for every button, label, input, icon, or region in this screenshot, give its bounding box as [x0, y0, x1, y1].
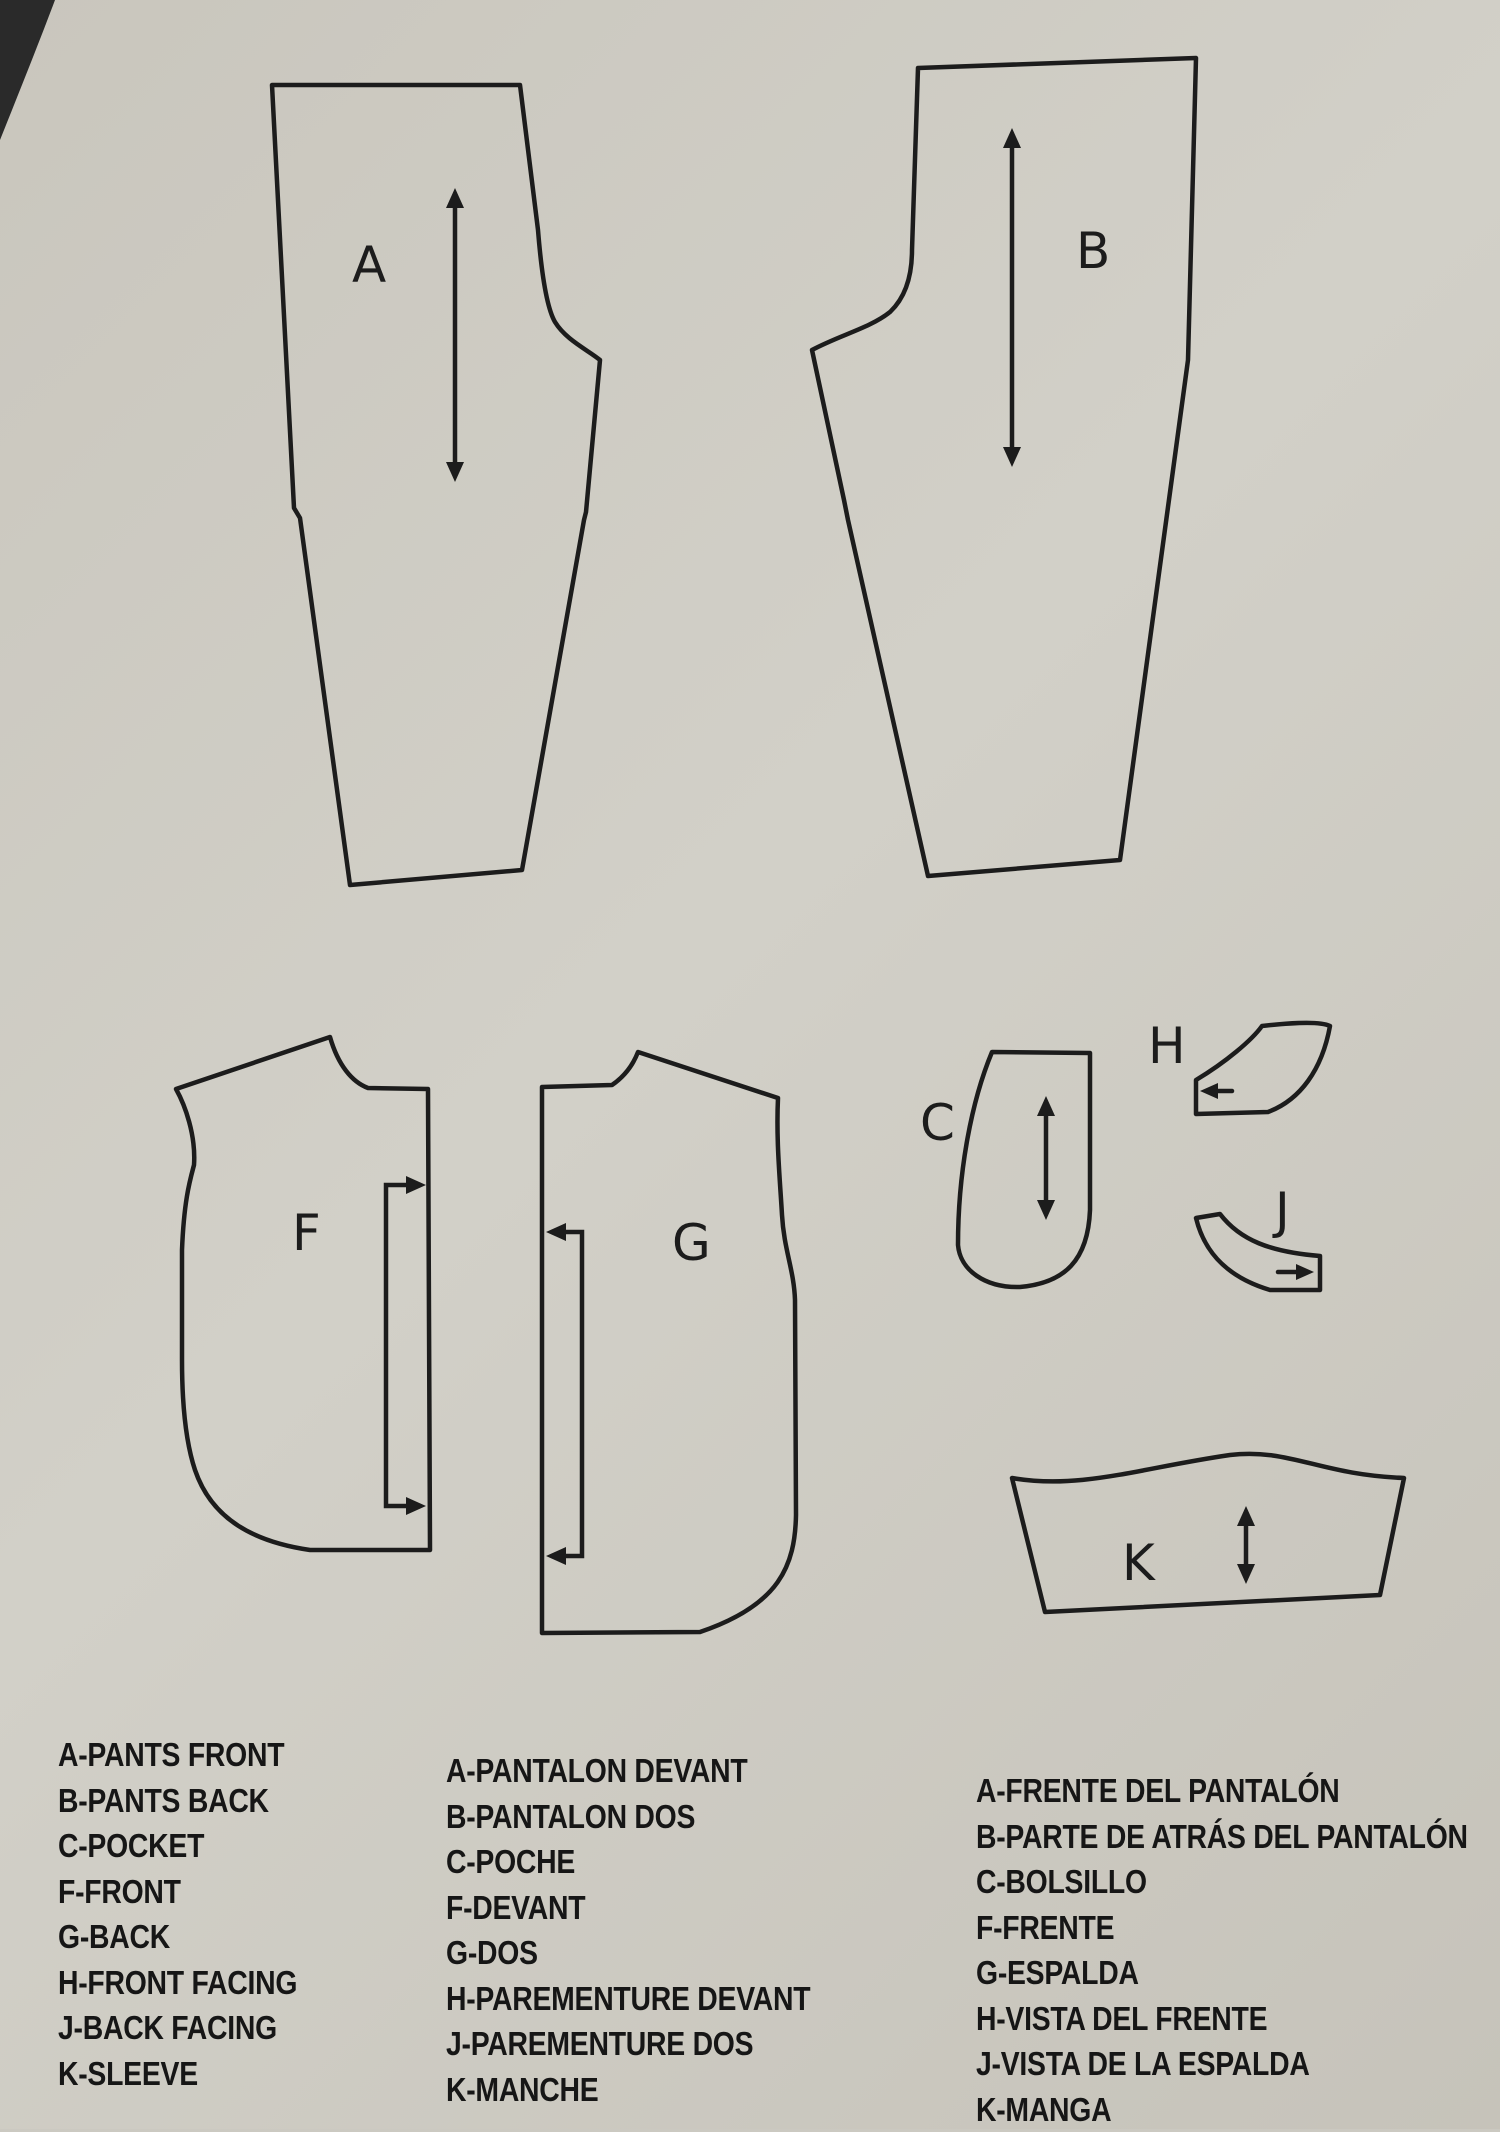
legend-item: J-BACK FACING [58, 2005, 297, 2051]
arrowhead-left [546, 1223, 566, 1241]
legend-item: F-FRENTE [976, 1905, 1468, 1951]
legend-english: A-PANTS FRONT B-PANTS BACK C-POCKET F-FR… [58, 1732, 336, 2096]
piece-label-g: G [672, 1214, 711, 1272]
arrowhead-right [406, 1497, 426, 1515]
piece-c-pocket: C [920, 1052, 1090, 1287]
legend-item: K-SLEEVE [58, 2051, 297, 2097]
legend-item: H-PAREMENTURE DEVANT [446, 1976, 810, 2022]
piece-label-a: A [352, 236, 386, 294]
piece-g-back: G [542, 1052, 796, 1633]
facing-foldline [386, 1185, 420, 1506]
legend-item: B-PARTE DE ATRÁS DEL PANTALÓN [976, 1814, 1468, 1860]
piece-a-pants-front: A [272, 85, 600, 885]
arrowhead-up [446, 188, 464, 208]
arrowhead-left [1200, 1083, 1218, 1099]
piece-k-sleeve: K [1012, 1454, 1404, 1612]
legend-item: A-FRENTE DEL PANTALÓN [976, 1768, 1468, 1814]
piece-label-b: B [1076, 222, 1110, 280]
piece-label-j: J [1272, 1182, 1290, 1240]
piece-h-front-facing: H [1148, 1017, 1330, 1114]
legend-item: B-PANTS BACK [58, 1778, 297, 1824]
legend-item: C-POCHE [446, 1839, 810, 1885]
legend-item: B-PANTALON DOS [446, 1794, 810, 1840]
legend-item: H-FRONT FACING [58, 1960, 297, 2006]
piece-label-f: F [292, 1204, 321, 1262]
piece-label-k: K [1122, 1534, 1156, 1592]
legend-item: F-FRONT [58, 1869, 297, 1915]
arrowhead-down [1237, 1564, 1255, 1584]
legend-item: K-MANCHE [446, 2067, 810, 2113]
legend-item: K-MANGA [976, 2087, 1468, 2132]
legend-item: J-PAREMENTURE DOS [446, 2021, 810, 2067]
piece-f-front: F [176, 1037, 430, 1550]
legend-item: H-VISTA DEL FRENTE [976, 1996, 1468, 2042]
legend-french: A-PANTALON DEVANT B-PANTALON DOS C-POCHE… [446, 1748, 870, 2112]
piece-j-back-facing: J [1196, 1182, 1320, 1290]
piece-label-c: C [920, 1094, 955, 1152]
arrowhead-down [1037, 1200, 1055, 1220]
legend-item: C-BOLSILLO [976, 1859, 1468, 1905]
legend-item: C-POCKET [58, 1823, 297, 1869]
facing-foldline [552, 1232, 582, 1556]
legend-item: A-PANTS FRONT [58, 1732, 297, 1778]
piece-label-h: H [1148, 1017, 1186, 1075]
legend-item: A-PANTALON DEVANT [446, 1748, 810, 1794]
legend-item: G-ESPALDA [976, 1950, 1468, 1996]
arrowhead-right [1296, 1264, 1314, 1280]
arrowhead-down [446, 462, 464, 482]
legend-item: G-BACK [58, 1914, 297, 1960]
arrowhead-down [1003, 447, 1021, 467]
legend-item: G-DOS [446, 1930, 810, 1976]
legend-item: J-VISTA DE LA ESPALDA [976, 2041, 1468, 2087]
piece-b-pants-back: B [812, 58, 1196, 876]
legend-spanish: A-FRENTE DEL PANTALÓN B-PARTE DE ATRÁS D… [976, 1768, 1500, 2132]
arrowhead-right [406, 1176, 426, 1194]
legend-item: F-DEVANT [446, 1885, 810, 1931]
arrowhead-up [1237, 1506, 1255, 1526]
arrowhead-up [1003, 128, 1021, 148]
arrowhead-left [546, 1547, 566, 1565]
arrowhead-up [1037, 1096, 1055, 1116]
